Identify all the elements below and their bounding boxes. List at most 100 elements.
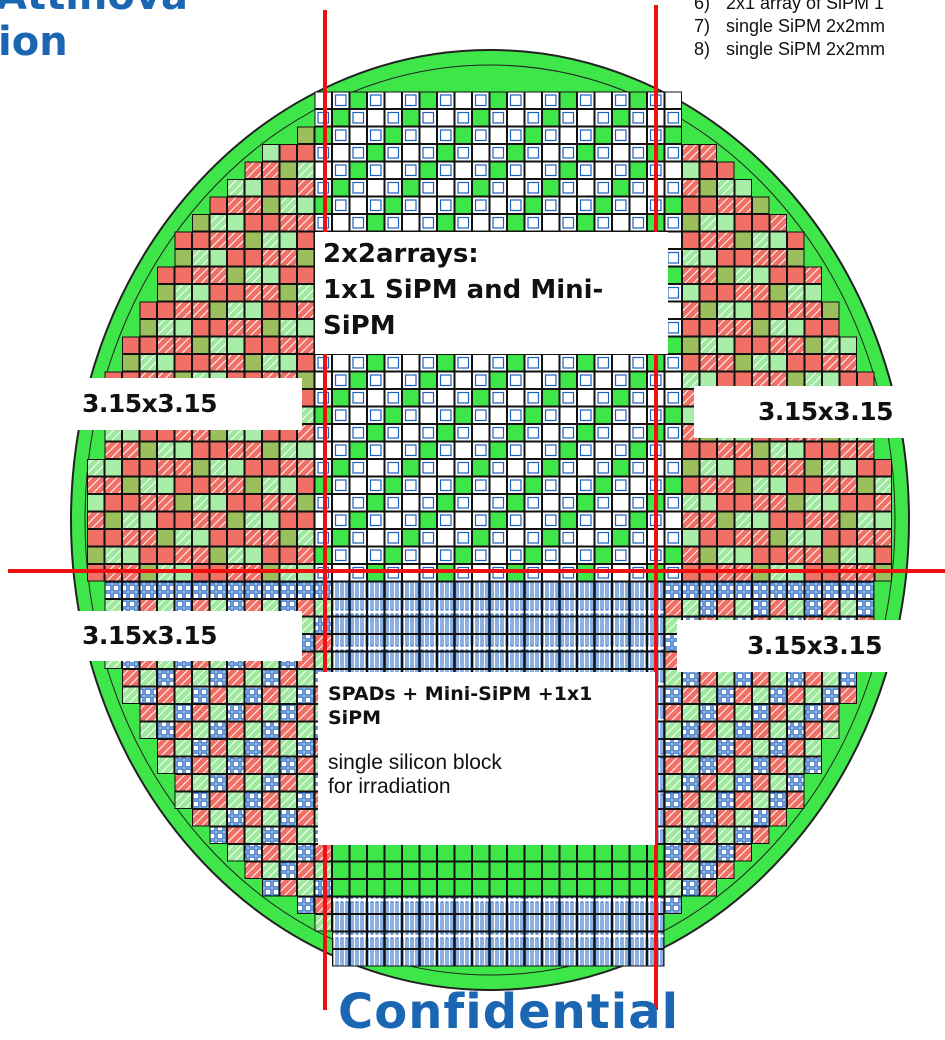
die-cell <box>297 179 315 197</box>
die-cell <box>489 494 507 512</box>
die-cell <box>419 144 437 162</box>
die-cell <box>507 861 525 879</box>
die-cell <box>297 231 315 249</box>
die-cell <box>629 214 647 232</box>
die-cell <box>524 914 542 932</box>
die-cell-inner <box>544 549 557 562</box>
die-cell <box>104 441 122 459</box>
die-cell <box>437 616 455 634</box>
die-cell <box>804 336 822 354</box>
die-cell <box>612 126 630 144</box>
die-cell <box>122 459 140 477</box>
die-cell <box>612 634 630 652</box>
die-cell <box>734 354 752 372</box>
die-cell <box>402 494 420 512</box>
die-cell <box>279 249 297 267</box>
die-cell <box>594 546 612 564</box>
die-cell-inner <box>439 129 452 142</box>
die-cell <box>769 809 787 827</box>
die-cell <box>577 861 595 879</box>
die-cell <box>542 459 560 477</box>
die-cell <box>524 599 542 617</box>
die-cell <box>822 459 840 477</box>
die-cell <box>612 931 630 949</box>
die-cell <box>262 441 280 459</box>
die-cell <box>489 599 507 617</box>
die-cell <box>804 476 822 494</box>
die-cell-inner <box>492 461 505 474</box>
die-cell <box>577 529 595 547</box>
die-cell-inner <box>334 374 347 387</box>
die-cell <box>279 161 297 179</box>
die-cell <box>87 529 105 547</box>
die-cell <box>489 476 507 494</box>
die-cell <box>699 476 717 494</box>
die-cell <box>489 949 507 967</box>
die-cell <box>192 231 210 249</box>
die-cell <box>507 196 525 214</box>
die-cell <box>262 721 280 739</box>
die-cell <box>244 161 262 179</box>
die-cell <box>402 144 420 162</box>
die-cell <box>472 529 490 547</box>
die-cell-inner <box>614 94 627 107</box>
die-cell <box>192 774 210 792</box>
die-cell <box>559 441 577 459</box>
die-cell <box>489 109 507 127</box>
die-cell <box>559 126 577 144</box>
die-cell <box>734 319 752 337</box>
die-cell <box>384 424 402 442</box>
die-cell <box>437 196 455 214</box>
die-cell-inner <box>544 129 557 142</box>
die-cell <box>192 756 210 774</box>
die-cell <box>437 896 455 914</box>
die-cell <box>139 721 157 739</box>
die-cell <box>734 529 752 547</box>
die-cell <box>612 896 630 914</box>
die-cell <box>682 249 700 267</box>
die-cell <box>174 354 192 372</box>
die-cell-inner <box>579 514 592 527</box>
die-cell <box>489 354 507 372</box>
die-cell <box>157 686 175 704</box>
die-cell <box>594 931 612 949</box>
die-cell <box>192 686 210 704</box>
die-cell-inner <box>614 199 627 212</box>
die-cell <box>209 284 227 302</box>
die-cell <box>874 476 892 494</box>
die-cell <box>559 144 577 162</box>
die-cell <box>209 826 227 844</box>
die-cell <box>437 844 455 862</box>
die-cell <box>367 599 385 617</box>
die-cell <box>472 949 490 967</box>
die-cell-inner <box>597 216 610 229</box>
die-cell <box>332 459 350 477</box>
die-cell <box>682 756 700 774</box>
die-cell <box>542 144 560 162</box>
die-cell <box>227 721 245 739</box>
die-cell <box>192 721 210 739</box>
die-cell <box>769 284 787 302</box>
die-cell-inner <box>614 514 627 527</box>
die-cell <box>139 336 157 354</box>
die-cell <box>174 721 192 739</box>
die-cell <box>262 861 280 879</box>
die-cell <box>559 529 577 547</box>
die-cell-inner <box>334 514 347 527</box>
die-cell <box>734 826 752 844</box>
die-cell <box>262 826 280 844</box>
die-cell <box>524 441 542 459</box>
die-cell-inner <box>667 426 680 439</box>
die-cell <box>577 214 595 232</box>
die-cell <box>332 126 350 144</box>
die-cell <box>139 704 157 722</box>
die-cell <box>209 791 227 809</box>
die-cell <box>332 179 350 197</box>
die-cell <box>489 546 507 564</box>
die-cell <box>209 809 227 827</box>
die-cell <box>542 861 560 879</box>
die-cell <box>699 686 717 704</box>
die-cell <box>682 704 700 722</box>
die-cell <box>717 494 735 512</box>
die-cell <box>454 126 472 144</box>
